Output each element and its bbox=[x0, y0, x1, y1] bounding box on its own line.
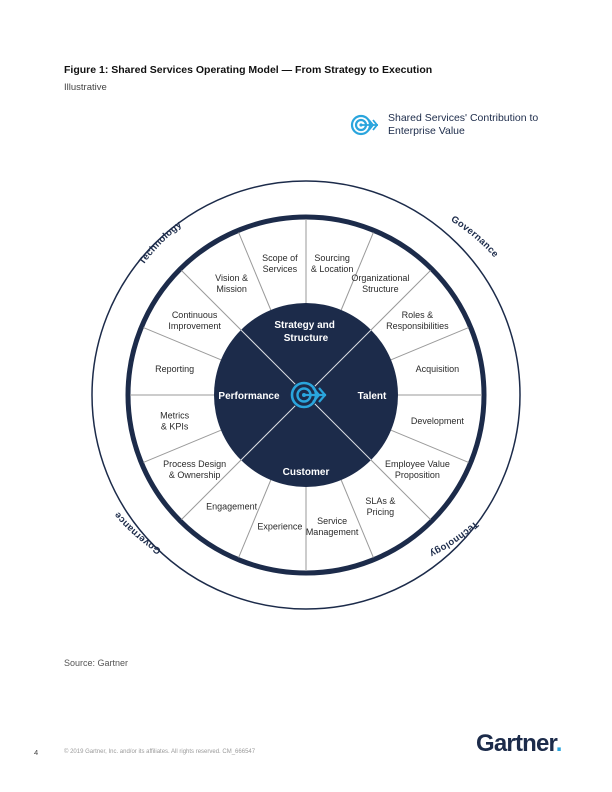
segment-divider bbox=[238, 479, 272, 558]
segment-label: SLAs &Pricing bbox=[365, 496, 395, 517]
segment-label-line: Metrics bbox=[160, 411, 189, 421]
segment-label: Process Design& Ownership bbox=[163, 459, 226, 480]
figure-subtitle: Illustrative bbox=[64, 82, 107, 93]
segment-divider bbox=[143, 327, 222, 361]
segment-label: Acquisition bbox=[416, 364, 460, 374]
page-number: 4 bbox=[34, 748, 39, 757]
outer-ring bbox=[91, 180, 521, 610]
inner-label-strategy-line-1: Strategy and bbox=[274, 320, 335, 331]
segment-label: Engagement bbox=[206, 501, 258, 511]
segment-divider bbox=[390, 429, 469, 463]
segment-label-line: & Ownership bbox=[169, 470, 221, 480]
segment-divider bbox=[390, 327, 469, 361]
ring-label-governance-bottom: Governance bbox=[112, 509, 163, 556]
segment-label: Reporting bbox=[155, 364, 194, 374]
gartner-logo-text: Gartner bbox=[476, 730, 557, 757]
segment-label-line: & KPIs bbox=[161, 422, 189, 432]
inner-label-strategy: Strategy and Structure bbox=[274, 320, 337, 344]
segment-label-line: Mission bbox=[216, 284, 247, 294]
segment-label-line: Process Design bbox=[163, 459, 226, 469]
segment-label-line: Experience bbox=[257, 521, 302, 531]
segment-label-line: Scope of bbox=[262, 253, 298, 263]
segment-label-line: Services bbox=[263, 264, 298, 274]
ring-label-governance-top-text: Governance bbox=[449, 214, 500, 260]
segment-label: Roles &Responsibilities bbox=[386, 310, 449, 331]
segment-label: Metrics& KPIs bbox=[160, 411, 189, 432]
segment-label-line: Proposition bbox=[395, 470, 440, 480]
segment-divider bbox=[181, 270, 242, 331]
segment-divider bbox=[370, 270, 431, 331]
ring-label-technology-top-text: Technology bbox=[137, 219, 184, 267]
segment-label-line: Sourcing bbox=[314, 253, 350, 263]
segment-label-line: Service bbox=[317, 516, 347, 526]
inner-label-talent: Talent bbox=[358, 391, 387, 402]
segment-divider bbox=[370, 459, 431, 520]
ring-label-governance-bottom-text: Governance bbox=[112, 509, 163, 556]
inner-label-customer: Customer bbox=[283, 467, 330, 478]
segment-label-line: Reporting bbox=[155, 364, 194, 374]
target-arrow-icon bbox=[290, 381, 327, 409]
ring-label-technology-top: Technology bbox=[137, 219, 184, 267]
legend: Shared Services' Contribution to Enterpr… bbox=[350, 112, 568, 138]
segment-label: Experience bbox=[257, 521, 302, 531]
inner-label-performance: Performance bbox=[218, 391, 280, 402]
segment-divider bbox=[143, 429, 222, 463]
segment-label-line: Organizational bbox=[351, 273, 409, 283]
segment-label-line: Acquisition bbox=[416, 364, 460, 374]
segment-label-line: Improvement bbox=[168, 321, 221, 331]
ring-label-governance-top: Governance bbox=[449, 214, 501, 260]
segment-divider bbox=[340, 232, 374, 311]
segment-divider bbox=[181, 459, 242, 520]
segment-label-line: Vision & bbox=[215, 273, 248, 283]
copyright-text: © 2019 Gartner, Inc. and/or its affiliat… bbox=[64, 749, 256, 755]
gartner-logo: Gartner. bbox=[476, 730, 562, 758]
segment-label-line: Responsibilities bbox=[386, 321, 449, 331]
segment-label: Vision &Mission bbox=[215, 273, 248, 294]
ring-label-technology-bottom: Technology bbox=[427, 519, 480, 560]
segment-label-line: Management bbox=[306, 527, 359, 537]
segment-label: Sourcing& Location bbox=[311, 253, 354, 274]
legend-text: Shared Services' Contribution to Enterpr… bbox=[388, 112, 539, 137]
figure-title: Figure 1: Shared Services Operating Mode… bbox=[64, 64, 433, 76]
target-arrow-icon bbox=[350, 114, 379, 136]
source-note: Source: Gartner bbox=[64, 658, 129, 668]
gartner-logo-dot: . bbox=[555, 730, 563, 757]
segment-label-line: Engagement bbox=[206, 501, 258, 511]
inner-ring bbox=[125, 214, 487, 576]
segment-divider bbox=[340, 479, 374, 558]
segment-label-line: Structure bbox=[362, 284, 399, 294]
inner-label-strategy-line-2: Structure bbox=[284, 333, 329, 344]
segment-label-line: Continuous bbox=[172, 310, 218, 320]
segment-label-line: Pricing bbox=[367, 507, 395, 517]
segment-dividers bbox=[130, 219, 482, 571]
segment-label-line: Employee Value bbox=[385, 459, 450, 469]
ring-label-technology-bottom-text: Technology bbox=[427, 519, 480, 560]
segment-label-line: SLAs & bbox=[365, 496, 395, 506]
segment-label: Development bbox=[411, 416, 465, 426]
segment-label-line: & Location bbox=[311, 264, 354, 274]
segment-label-line: Development bbox=[411, 416, 465, 426]
segment-divider bbox=[238, 232, 272, 311]
segment-label-line: Roles & bbox=[402, 310, 434, 320]
